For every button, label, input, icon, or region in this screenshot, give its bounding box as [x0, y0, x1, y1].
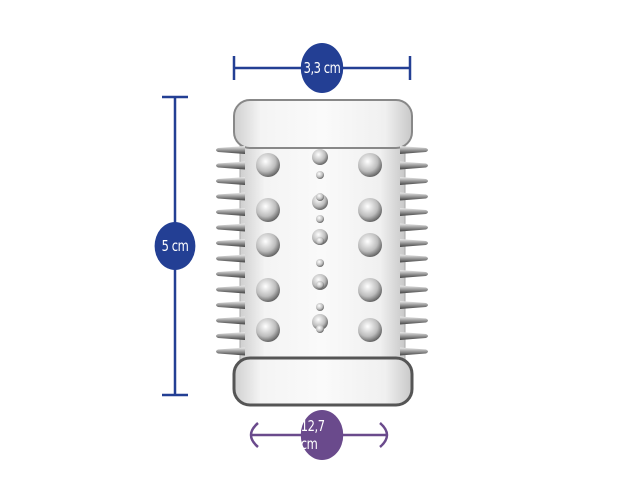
circumference-badge: 12,7 cm — [300, 410, 344, 460]
spike — [400, 254, 428, 263]
bump — [256, 278, 280, 302]
spike — [216, 332, 245, 340]
spike — [400, 146, 428, 154]
spike — [400, 239, 428, 247]
spike — [216, 223, 245, 232]
spike — [216, 270, 245, 278]
spike — [400, 192, 428, 201]
spike — [216, 192, 245, 201]
bump — [316, 259, 324, 267]
bump — [316, 215, 324, 223]
bump — [256, 153, 280, 177]
bump — [312, 194, 328, 210]
bump — [358, 318, 382, 342]
spike — [400, 301, 428, 309]
height-badge: 5 cm — [154, 222, 196, 270]
spike — [400, 177, 428, 185]
product-image — [216, 99, 428, 407]
spike — [400, 316, 428, 325]
bump — [256, 318, 280, 342]
spike — [216, 177, 245, 185]
spike — [216, 161, 245, 170]
bump — [316, 303, 324, 311]
bump — [316, 325, 324, 333]
bump — [316, 193, 324, 201]
bump — [316, 237, 324, 245]
spike — [400, 223, 428, 232]
spike — [216, 316, 245, 325]
bump — [358, 198, 382, 222]
bump — [358, 233, 382, 257]
bump — [316, 171, 324, 179]
spike — [400, 285, 428, 294]
bump — [256, 233, 280, 257]
spike — [400, 332, 428, 340]
spike — [216, 208, 245, 216]
spike — [400, 208, 428, 216]
bump — [312, 149, 328, 165]
spike — [216, 146, 245, 154]
spike — [216, 301, 245, 309]
spike — [400, 161, 428, 170]
spike — [216, 239, 245, 247]
bump — [312, 314, 328, 330]
bump — [358, 153, 382, 177]
spike — [216, 254, 245, 263]
bump — [256, 198, 280, 222]
spike — [400, 347, 428, 356]
spike — [400, 270, 428, 278]
bump — [316, 281, 324, 289]
spike — [216, 347, 245, 356]
width-badge: 3,3 cm — [300, 43, 344, 93]
spike — [216, 285, 245, 294]
bump — [358, 278, 382, 302]
